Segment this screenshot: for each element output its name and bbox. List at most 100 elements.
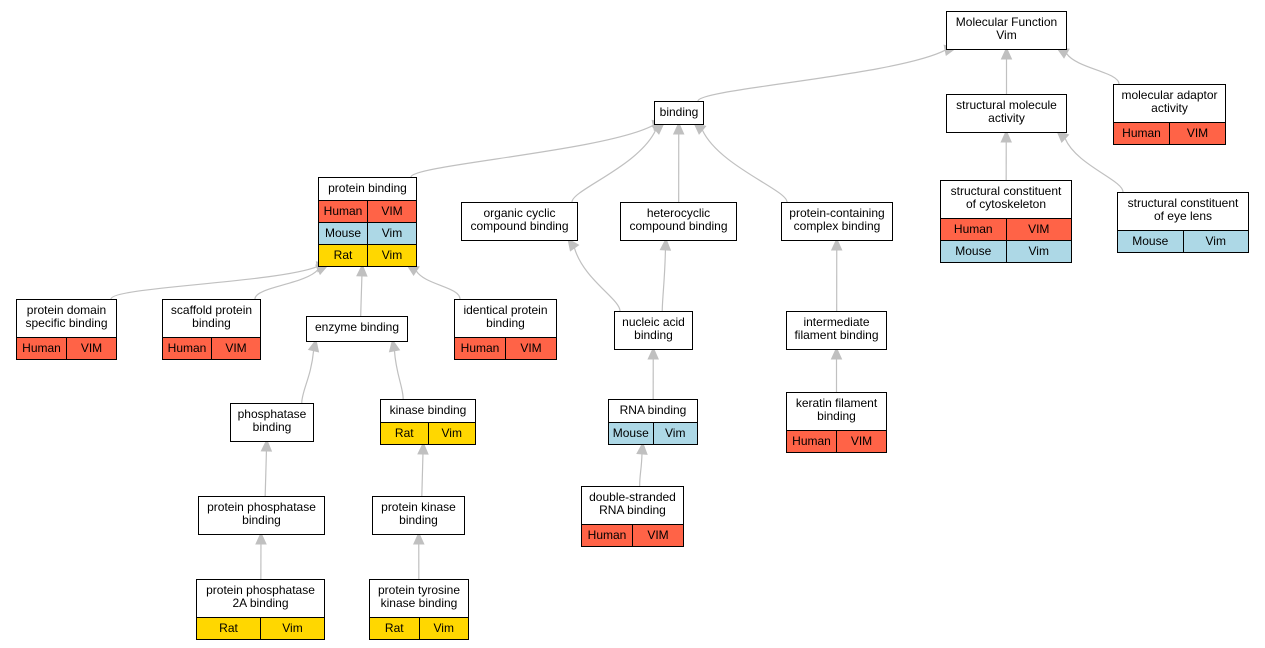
- arrowhead-icon: [255, 531, 267, 545]
- gene-cell: Vim: [367, 223, 416, 244]
- species-cell: Human: [323, 204, 363, 218]
- gene-cell: VIM: [211, 338, 260, 359]
- gene-cell: VIM: [836, 431, 886, 452]
- edge-enzyme-to-protein: [360, 275, 363, 317]
- go-term-label: protein binding: [328, 181, 407, 195]
- species-cell: Rat: [394, 426, 414, 440]
- gene-cell: Vim: [418, 618, 469, 639]
- go-term-mf[interactable]: Molecular Function Vim: [946, 11, 1067, 50]
- arrowhead-icon: [417, 441, 429, 455]
- edge-binding-to-mf: [697, 49, 946, 102]
- gene-cell: VIM: [367, 201, 416, 222]
- annotation-row-rat: Rat Vim: [319, 244, 416, 266]
- species-cell: Mouse: [612, 426, 649, 440]
- go-term-binding[interactable]: binding: [654, 101, 704, 125]
- go-term-label: identical protein binding: [463, 303, 548, 330]
- gene-cell: Vim: [652, 423, 698, 444]
- species-cell: Human: [792, 434, 831, 448]
- go-term-structmol[interactable]: structural molecule activity: [946, 94, 1067, 133]
- annotation-row-human: Human VIM: [1114, 122, 1225, 144]
- arrowhead-icon: [356, 263, 368, 277]
- go-term-label: protein tyrosine kinase binding: [377, 583, 461, 610]
- gene-cell: Vim: [367, 245, 416, 266]
- edge-pkinase-to-kinase: [421, 453, 424, 497]
- edge-nucleic-to-organic: [573, 247, 621, 312]
- go-term-nucleic[interactable]: nucleic acid binding: [614, 311, 693, 350]
- go-term-label: protein phosphatase 2A binding: [206, 583, 315, 610]
- edge-domain-to-protein: [110, 266, 318, 300]
- arrowhead-icon: [659, 237, 672, 251]
- species-cell: Human: [587, 528, 627, 542]
- go-term-label: protein kinase binding: [381, 500, 456, 527]
- species-cell: Rat: [219, 621, 238, 635]
- go-term-label: scaffold protein binding: [170, 303, 253, 330]
- arrowhead-icon: [830, 346, 843, 360]
- gene-cell: VIM: [505, 338, 556, 359]
- go-term-organic[interactable]: organic cyclic compound binding: [461, 202, 578, 241]
- species-cell: Mouse: [955, 244, 992, 258]
- gene-cell: Vim: [1005, 241, 1072, 262]
- gene-cell: Vim: [260, 618, 324, 639]
- go-term-label: protein-containing complex binding: [789, 206, 885, 233]
- go-term-phosphatase[interactable]: phosphatase binding: [230, 403, 314, 442]
- edge-protein-to-binding: [410, 124, 654, 178]
- annotation-row-human: Human VIM: [319, 200, 416, 222]
- species-cell: Rat: [384, 621, 404, 635]
- go-term-pkinase[interactable]: protein kinase binding: [372, 496, 465, 535]
- arrowhead-icon: [636, 441, 648, 455]
- annotation-row-human: Human VIM: [787, 430, 886, 452]
- annotation-row-human: Human VIM: [455, 337, 556, 359]
- go-term-label: binding: [659, 105, 699, 119]
- edge-organic-to-binding: [571, 129, 657, 203]
- go-term-enzyme[interactable]: enzyme binding: [306, 316, 408, 342]
- arrowhead-icon: [1000, 46, 1013, 60]
- species-cell: Human: [460, 341, 500, 355]
- edge-dsrna-to-rna: [639, 453, 643, 487]
- arrowhead-icon: [1000, 129, 1012, 143]
- edge-eyelens-to-structmol: [1064, 138, 1124, 193]
- arrowhead-icon: [567, 238, 580, 252]
- go-term-complex[interactable]: protein-containing complex binding: [781, 202, 893, 241]
- go-term-ifil[interactable]: intermediate filament binding: [786, 311, 887, 350]
- go-term-label: protein phosphatase binding: [207, 500, 316, 527]
- gene-cell: VIM: [632, 525, 683, 546]
- annotation-row-rat: Rat Vim: [370, 617, 468, 639]
- go-term-pphos[interactable]: protein phosphatase binding: [198, 496, 325, 535]
- gene-cell: VIM: [1169, 123, 1225, 144]
- gene-cell: Vim: [1182, 231, 1249, 252]
- go-term-label: structural molecule activity: [956, 98, 1057, 125]
- species-cell: Mouse: [1132, 234, 1169, 248]
- go-term-hetero[interactable]: heterocyclic compound binding: [620, 202, 737, 241]
- species-cell: Rat: [333, 248, 353, 262]
- go-term-label: intermediate filament binding: [794, 315, 879, 342]
- edge-phosphatase-to-enzyme: [301, 350, 315, 404]
- edge-kinase-to-enzyme: [393, 350, 404, 400]
- species-cell: Human: [167, 341, 207, 355]
- arrowhead-icon: [388, 338, 401, 353]
- go-term-label: phosphatase binding: [237, 407, 307, 434]
- go-term-label: molecular adaptor activity: [1121, 88, 1218, 115]
- species-cell: Human: [1122, 126, 1161, 140]
- go-term-label: organic cyclic compound binding: [470, 206, 569, 233]
- species-cell: Mouse: [324, 226, 362, 240]
- arrowhead-icon: [830, 237, 843, 251]
- annotation-row-human: Human VIM: [163, 337, 260, 359]
- edge-complex-to-binding: [701, 129, 788, 203]
